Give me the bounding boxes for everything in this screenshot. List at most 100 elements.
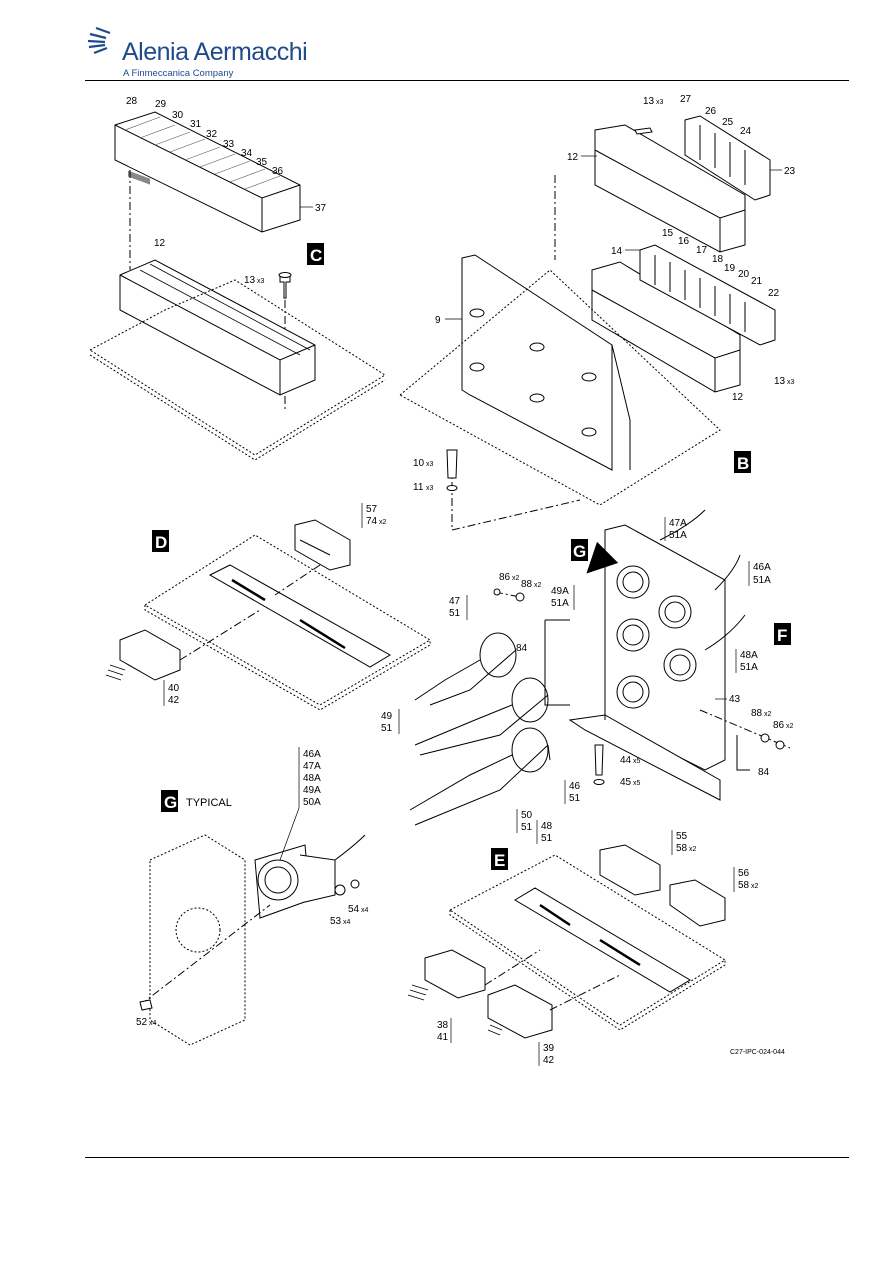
- callout-48: 48: [541, 821, 553, 832]
- callout-48A: 48A: [303, 773, 321, 784]
- callout-84: 84: [516, 643, 528, 654]
- callout-17: 17: [696, 245, 708, 256]
- callout-49A: 49A: [551, 586, 569, 597]
- callout-52: 52: [136, 1017, 148, 1028]
- callout-13-qty: x3: [787, 379, 795, 386]
- callout-42: 42: [168, 695, 180, 706]
- callout-12: 12: [567, 152, 579, 163]
- view-f-label-box: [774, 623, 791, 645]
- callout-58: 58: [676, 843, 688, 854]
- callout-74-qty: x2: [379, 519, 387, 526]
- callout-43: 43: [729, 694, 741, 705]
- callout-13: 13: [643, 96, 655, 107]
- callout-12: 12: [732, 392, 744, 403]
- callout-88-qty: x2: [534, 582, 542, 589]
- typical-note: TYPICAL: [186, 797, 232, 809]
- view-d-label: D: [155, 533, 167, 552]
- callout-54: 54: [348, 904, 360, 915]
- callout-32: 32: [206, 129, 218, 140]
- view-d-assembly: [105, 519, 431, 711]
- callout-55: 55: [676, 831, 688, 842]
- callout-38: 38: [437, 1020, 449, 1031]
- callout-58-qty: x2: [751, 883, 759, 890]
- callout-42: 42: [543, 1055, 555, 1066]
- brand-name: Alenia Aermacchi: [122, 38, 308, 66]
- callout-11-qty: x3: [426, 485, 434, 492]
- callout-88-qty: x2: [764, 711, 772, 718]
- callout-31: 31: [190, 119, 202, 130]
- callout-13-qty: x3: [656, 99, 664, 106]
- callout-19: 19: [724, 263, 736, 274]
- callout-36: 36: [272, 166, 284, 177]
- callout-9: 9: [435, 315, 441, 326]
- view-c-callouts: 28 29 30 31 32 33 34 35 36 37 12 13 x3 C: [126, 96, 327, 286]
- view-g-arrow-label: G: [573, 542, 586, 561]
- callout-11: 11: [413, 482, 424, 493]
- view-b-callouts: 13 x3 27 26 25 24 23 12 15 16 17 14 18 1…: [413, 94, 796, 493]
- callout-88: 88: [751, 708, 763, 719]
- callout-86: 86: [499, 572, 511, 583]
- callout-22: 22: [768, 288, 780, 299]
- view-e-label-box: [491, 848, 508, 870]
- callout-41: 41: [437, 1032, 449, 1043]
- callout-44-qty: x5: [633, 758, 641, 765]
- view-g-callouts: G TYPICAL 46A 47A 48A 49A 50A 53 x4 54 x…: [136, 747, 369, 1028]
- callout-13: 13: [774, 376, 786, 387]
- view-g-label: G: [164, 793, 177, 812]
- callout-35: 35: [256, 157, 268, 168]
- view-c-label: C: [310, 246, 322, 265]
- callout-15: 15: [662, 228, 674, 239]
- callout-28: 28: [126, 96, 138, 107]
- view-d-callouts: D 57 74 x2 40 42: [152, 503, 387, 706]
- callout-58: 58: [738, 880, 750, 891]
- view-e-label: E: [494, 851, 505, 870]
- brand-tagline: A Finmeccanica Company: [123, 68, 234, 79]
- callout-50A: 50A: [303, 797, 321, 808]
- callout-86-qty: x2: [512, 575, 520, 582]
- view-g-assembly: [139, 834, 366, 1046]
- callout-51A: 51A: [740, 662, 758, 673]
- callout-51A: 51A: [669, 530, 687, 541]
- callout-44: 44: [620, 755, 632, 766]
- callout-51: 51: [569, 793, 581, 804]
- callout-12: 12: [154, 238, 166, 249]
- callout-45: 45: [620, 777, 632, 788]
- callout-84: 84: [758, 767, 770, 778]
- view-d-label-box: [152, 530, 169, 552]
- callout-74: 74: [366, 516, 378, 527]
- callout-45-qty: x5: [633, 780, 641, 787]
- callout-51: 51: [449, 608, 461, 619]
- callout-51: 51: [521, 822, 533, 833]
- view-c-label-box: [307, 243, 324, 265]
- view-c-assembly: [89, 111, 386, 461]
- callout-49: 49: [381, 711, 393, 722]
- company-logo: [86, 26, 120, 61]
- callout-51: 51: [541, 833, 553, 844]
- callout-88: 88: [521, 579, 533, 590]
- callout-10-qty: x3: [426, 461, 434, 468]
- callout-40: 40: [168, 683, 180, 694]
- callout-14: 14: [611, 246, 623, 257]
- view-b-label: B: [737, 454, 749, 473]
- callout-58-qty: x2: [689, 846, 697, 853]
- callout-33: 33: [223, 139, 235, 150]
- callout-27: 27: [680, 94, 692, 105]
- callout-49A: 49A: [303, 785, 321, 796]
- callout-26: 26: [705, 106, 717, 117]
- callout-56: 56: [738, 868, 750, 879]
- callout-53: 53: [330, 916, 342, 927]
- callout-39: 39: [543, 1043, 555, 1054]
- view-g-label-box: [161, 790, 178, 812]
- view-g-arrow-label-box: [571, 539, 588, 561]
- logo-swoosh-icon: [87, 26, 111, 55]
- callout-86: 86: [773, 720, 785, 731]
- callout-50: 50: [521, 810, 533, 821]
- callout-51A: 51A: [551, 598, 569, 609]
- callout-16: 16: [678, 236, 690, 247]
- view-f-label: F: [777, 626, 787, 645]
- callout-47A: 47A: [669, 518, 687, 529]
- callout-57: 57: [366, 504, 378, 515]
- callout-29: 29: [155, 99, 167, 110]
- view-e-assembly: [407, 844, 726, 1039]
